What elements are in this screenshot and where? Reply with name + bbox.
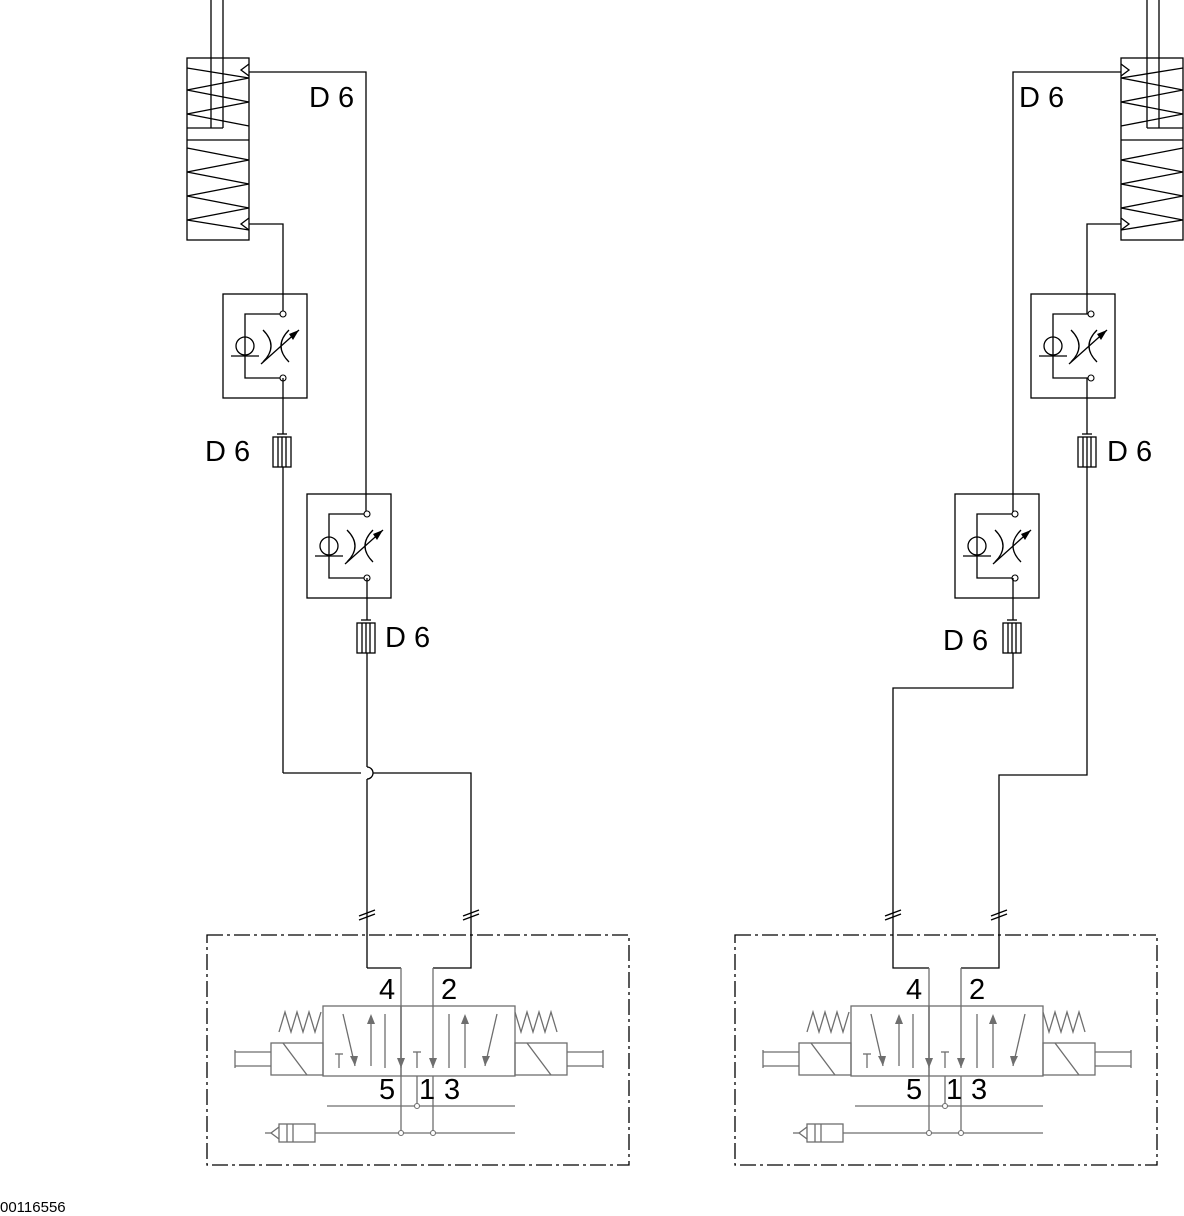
left-port-1: 1 (419, 1074, 435, 1106)
left-port-3: 3 (444, 1074, 460, 1106)
left-port-2: 2 (441, 974, 457, 1006)
right-port-2: 2 (969, 974, 985, 1006)
right-valve-enclosure (734, 934, 1158, 1166)
right-port-4: 4 (906, 974, 922, 1006)
right-port-5: 5 (906, 1074, 922, 1106)
left-low-tube-label: D 6 (385, 622, 430, 654)
right-lower-fitting (1002, 619, 1022, 654)
left-lower-fitting (356, 619, 376, 654)
right-port-3: 3 (971, 1074, 987, 1106)
right-lower-flow-control-valve (954, 493, 1040, 599)
right-upper-fitting (1077, 433, 1097, 468)
left-circuit: D 6 D 6 D 6 4 2 5 1 3 (186, 0, 630, 1166)
left-valve-enclosure (206, 934, 630, 1166)
right-mid-tube-label: D 6 (1107, 436, 1152, 468)
left-cylinder (186, 0, 250, 241)
left-port-4: 4 (379, 974, 395, 1006)
right-circuit: D 6 D 6 D 6 4 2 5 1 3 (734, 0, 1184, 1166)
left-port-5: 5 (379, 1074, 395, 1106)
left-upper-fitting (272, 433, 292, 468)
right-upper-flow-control-valve (1030, 293, 1116, 399)
right-top-tube-label: D 6 (1019, 82, 1064, 114)
left-upper-flow-control-valve (222, 293, 308, 399)
right-low-tube-label: D 6 (943, 625, 988, 657)
right-port-1: 1 (946, 1074, 962, 1106)
left-lower-flow-control-valve (306, 493, 392, 599)
drawing-number: 00116556 (0, 1199, 66, 1216)
right-cylinder (1120, 0, 1184, 241)
left-top-tube-label: D 6 (309, 82, 354, 114)
left-mid-tube-label: D 6 (205, 436, 250, 468)
